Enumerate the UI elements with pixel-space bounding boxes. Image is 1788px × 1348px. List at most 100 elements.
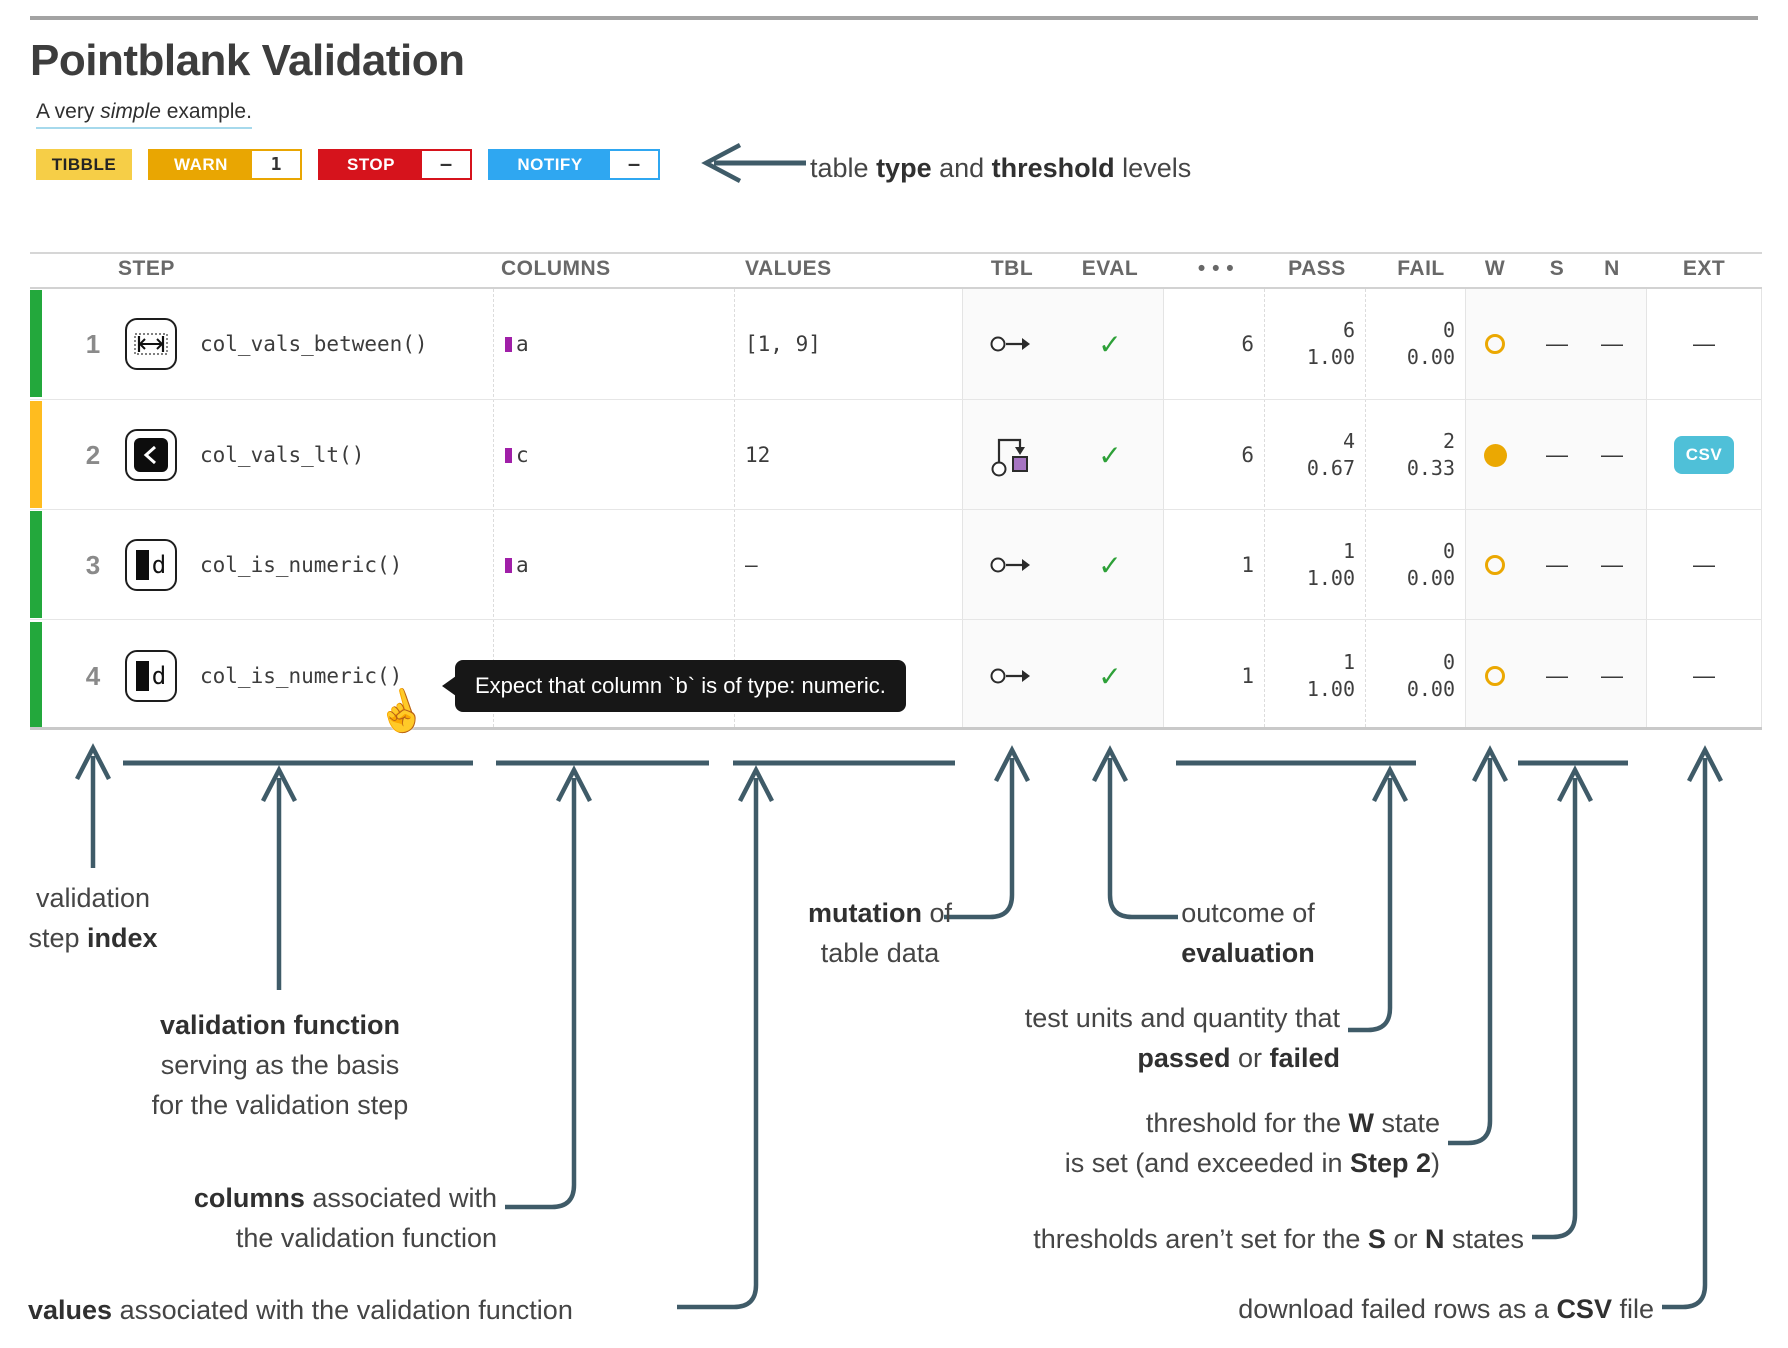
columns-cell: a <box>505 510 529 620</box>
col-header-fail: FAIL <box>1397 257 1445 280</box>
gridline-dashed <box>1365 289 1366 727</box>
gridline-dashed <box>493 289 494 727</box>
units-cell: 1 <box>1241 664 1254 688</box>
notify-label: NOTIFY <box>490 151 610 178</box>
stop-state: — <box>1546 663 1568 688</box>
row-separator <box>30 619 1762 620</box>
col-header-s: S <box>1549 257 1565 280</box>
col-vals-between-icon <box>125 318 177 370</box>
col-header-columns: COLUMNS <box>501 257 611 280</box>
warn-threshold-badge: WARN 1 <box>148 149 302 180</box>
warn-state-icon <box>1470 621 1520 731</box>
units-cell: 1 <box>1241 553 1254 577</box>
validation-function[interactable]: col_is_numeric() <box>200 553 403 577</box>
function-tooltip: Expect that column `b` is of type: numer… <box>442 660 906 712</box>
col-header-ext: EXT <box>1682 257 1726 280</box>
notify-state: — <box>1601 331 1623 356</box>
stop-value: – <box>422 151 470 178</box>
table-top-border <box>30 252 1762 254</box>
columns-cell: c <box>505 400 529 510</box>
col-is-numeric-icon: d <box>125 650 177 702</box>
extract-cell: — <box>1693 552 1715 577</box>
columns-cell: a <box>505 289 529 399</box>
validation-function[interactable]: col_vals_between() <box>200 332 428 356</box>
table-header: STEP COLUMNS VALUES TBL EVAL • • • PASS … <box>30 253 1762 287</box>
warn-label: WARN <box>150 151 252 178</box>
warn-value: 1 <box>252 151 300 178</box>
stop-threshold-badge: STOP – <box>318 149 472 180</box>
col-header-tbl: TBL <box>990 257 1034 280</box>
warn-state-icon-filled <box>1470 400 1520 510</box>
col-vals-lt-icon <box>125 429 177 481</box>
validation-function[interactable]: col_vals_lt() <box>200 443 365 467</box>
tooltip-arrow <box>442 676 456 696</box>
top-rule <box>30 16 1758 20</box>
no-mutation-icon <box>982 510 1042 620</box>
column-marker-icon <box>505 557 512 573</box>
values-cell: 12 <box>745 443 771 467</box>
col-header-eval: EVAL <box>1081 257 1139 280</box>
notify-state: — <box>1601 663 1623 688</box>
gridline-dashed <box>734 289 735 727</box>
gridline <box>1163 289 1164 727</box>
status-bar-warn <box>30 401 42 508</box>
col-header-step: STEP <box>118 257 175 280</box>
units-cell: 6 <box>1241 332 1254 356</box>
gridline <box>1646 289 1647 727</box>
badge-row: TIBBLE WARN 1 STOP – NOTIFY – <box>36 149 660 180</box>
notify-state: — <box>1601 442 1623 467</box>
extract-cell: — <box>1693 663 1715 688</box>
annotation-csv-download: download failed rows as a CSV file <box>1238 1294 1654 1324</box>
notify-state: — <box>1601 552 1623 577</box>
stop-label: STOP <box>320 151 422 178</box>
col-is-numeric-icon: d <box>125 539 177 591</box>
gridline <box>1761 289 1762 727</box>
status-bar-pass <box>30 290 42 397</box>
extract-cell: CSV <box>1659 400 1749 510</box>
values-cell: — <box>745 553 758 577</box>
column-marker-icon <box>505 447 512 463</box>
step-index: 3 <box>85 549 101 580</box>
table-type-badge: TIBBLE <box>36 149 132 180</box>
warn-state-icon <box>1470 289 1520 399</box>
status-bar-pass <box>30 511 42 618</box>
step-index: 1 <box>85 328 101 359</box>
eval-check-icon: ✓ <box>1098 660 1122 692</box>
table-bottom-border <box>30 727 1762 730</box>
extract-cell: — <box>1693 331 1715 356</box>
step-index: 2 <box>85 439 101 470</box>
page-title: Pointblank Validation <box>30 36 465 85</box>
subtitle-italic: simple <box>100 100 161 123</box>
row-separator <box>30 399 1762 400</box>
stop-state: — <box>1546 442 1568 467</box>
annotation-sn-thresholds: thresholds aren’t set for the S or N sta… <box>1033 1224 1524 1254</box>
col-header-n: N <box>1604 257 1620 280</box>
gridline <box>962 289 963 727</box>
eval-check-icon: ✓ <box>1098 439 1122 471</box>
header-divider <box>30 287 1762 289</box>
annotation-values: values associated with the validation fu… <box>28 1295 573 1325</box>
eval-check-icon: ✓ <box>1098 549 1122 581</box>
eval-check-icon: ✓ <box>1098 328 1122 360</box>
stop-state: — <box>1546 552 1568 577</box>
col-header-units: • • • <box>1197 257 1235 280</box>
csv-download-button[interactable]: CSV <box>1673 436 1735 474</box>
validation-function[interactable]: col_is_numeric() <box>200 664 403 688</box>
col-header-w: W <box>1484 257 1506 280</box>
mutation-icon <box>982 400 1042 510</box>
annotation-badge-note: table type and threshold levels <box>810 153 1192 183</box>
values-cell: [1, 9] <box>745 332 821 356</box>
